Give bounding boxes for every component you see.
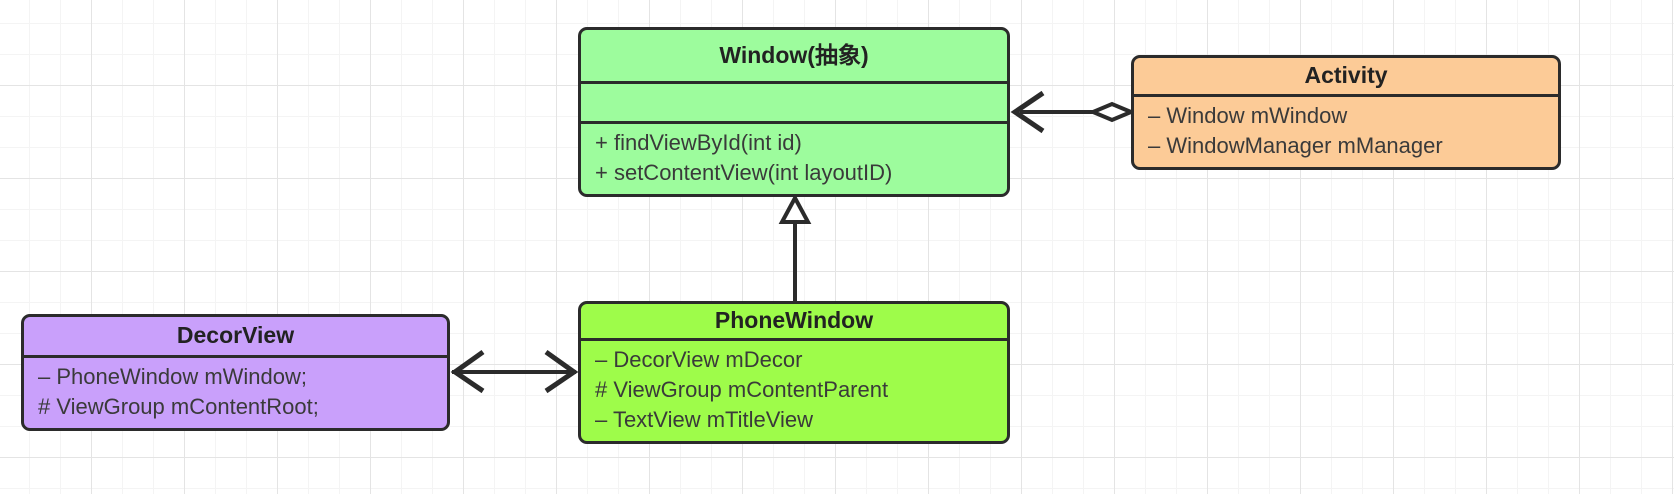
relationship-activity-window [1010, 90, 1137, 134]
class-member-row: # ViewGroup mContentParent [595, 377, 889, 403]
class-title-activity: Activity [1304, 62, 1388, 89]
class-member-row: – Window mWindow [1148, 103, 1348, 129]
class-operations-window: + findViewById(int id) + setContentView(… [581, 121, 1007, 194]
class-attributes-decorview: – PhoneWindow mWindow; # ViewGroup mCont… [24, 355, 447, 428]
hollow-diamond-marker [1087, 101, 1137, 123]
open-arrow-marker [1010, 90, 1045, 134]
class-title-phonewindow: PhoneWindow [714, 307, 874, 334]
class-member-row: + findViewById(int id) [595, 130, 802, 156]
open-arrow-marker-right [544, 349, 579, 394]
class-member-row: + setContentView(int layoutID) [595, 160, 893, 186]
class-title-decorview: DecorView [176, 322, 295, 349]
class-member-row: – DecorView mDecor [595, 347, 803, 373]
open-arrow-marker-left [450, 349, 485, 394]
class-title-window: Window(抽象) [719, 41, 869, 68]
class-member-row: # ViewGroup mContentRoot; [38, 394, 319, 420]
class-member-row: – PhoneWindow mWindow; [38, 364, 308, 390]
class-box-decorview[interactable]: DecorView – PhoneWindow mWindow; # ViewG… [21, 314, 450, 431]
hollow-triangle-marker [778, 193, 812, 224]
class-member-row: – TextView mTitleView [595, 407, 814, 433]
relationship-decorview-phonewindow [450, 349, 579, 394]
relationship-phonewindow-window [778, 193, 812, 301]
class-attributes-phonewindow: – DecorView mDecor # ViewGroup mContentP… [581, 338, 1007, 441]
class-box-phonewindow[interactable]: PhoneWindow – DecorView mDecor # ViewGro… [578, 301, 1010, 444]
class-member-row: – WindowManager mManager [1148, 133, 1443, 159]
class-attributes-window [581, 80, 1007, 122]
class-box-activity[interactable]: Activity – Window mWindow – WindowManage… [1131, 55, 1561, 170]
class-box-window[interactable]: Window(抽象) + findViewById(int id) + setC… [578, 27, 1010, 197]
class-attributes-activity: – Window mWindow – WindowManager mManage… [1134, 94, 1558, 167]
